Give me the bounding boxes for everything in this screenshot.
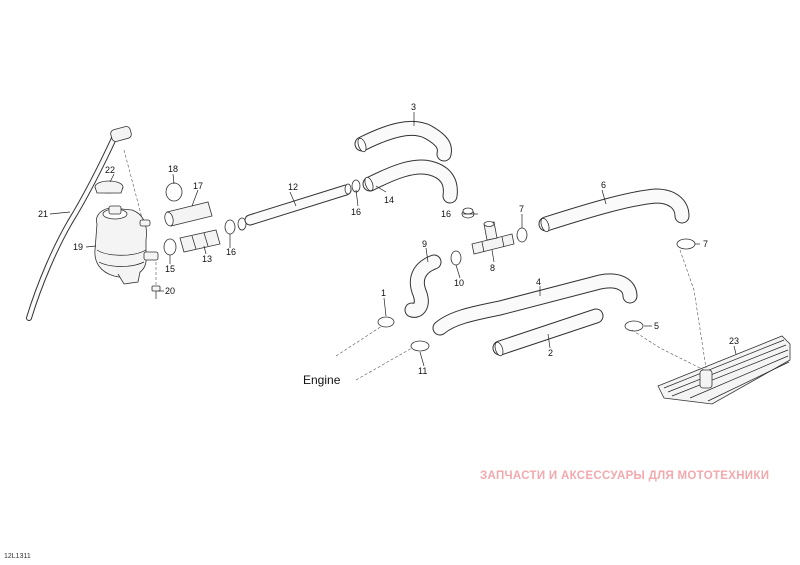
callout-13: 13 (202, 254, 212, 264)
engine-label: Engine (303, 373, 341, 387)
callout-9: 9 (422, 239, 427, 249)
part-21-overflow-hose (26, 126, 132, 321)
part-3-hose (354, 120, 452, 162)
callout-1: 1 (381, 288, 386, 298)
part-10-clamp (450, 250, 462, 266)
callout-7a: 7 (519, 204, 524, 214)
part-2-hose (492, 308, 604, 357)
part-7-clamp-right (676, 238, 696, 250)
callout-20: 20 (165, 286, 175, 296)
callout-4: 4 (536, 277, 541, 287)
part-4-hose (432, 273, 638, 336)
callout-16c: 16 (441, 209, 451, 219)
callout-21: 21 (38, 209, 48, 219)
part-16-clamp-right (461, 207, 475, 219)
part-9-elbow-hose (404, 254, 442, 318)
part-7-clamp-upper (516, 227, 528, 243)
callout-labels: 1 2 3 4 5 6 7 7 8 9 10 11 12 13 14 15 16… (38, 102, 739, 387)
callout-19: 19 (73, 242, 83, 252)
callout-2: 2 (548, 348, 553, 358)
callout-11: 11 (418, 366, 427, 376)
part-18-clamp (165, 182, 183, 202)
part-22-pressure-cap (94, 180, 124, 194)
callout-5: 5 (654, 321, 659, 331)
callout-16b: 16 (226, 247, 236, 257)
watermark-logo (480, 484, 760, 523)
part-15-clamp (163, 238, 177, 256)
callout-23: 23 (729, 336, 739, 346)
callout-18: 18 (168, 164, 178, 174)
reference-code: 12L1311 (4, 553, 31, 560)
callout-8: 8 (490, 263, 495, 273)
callout-17: 17 (193, 181, 203, 191)
watermark-tagline: ЗАПЧАСТИ И АКСЕССУАРЫ ДЛЯ МОТОТЕХНИКИ (480, 470, 770, 482)
callout-15: 15 (165, 264, 175, 274)
callout-12: 12 (288, 182, 298, 192)
part-23-heat-exchanger (657, 335, 791, 405)
part-12-tube (244, 179, 361, 226)
callout-3: 3 (411, 102, 416, 112)
part-5-clamp (624, 320, 644, 332)
callout-14: 14 (384, 195, 394, 205)
callout-10: 10 (454, 278, 464, 288)
routing-dash-lines (123, 149, 707, 381)
part-20-screw (151, 285, 161, 299)
part-17-sleeve (164, 201, 213, 227)
part-8-tee-fitting (471, 221, 515, 255)
part-19-coolant-tank (94, 205, 159, 285)
callout-22: 22 (105, 165, 115, 175)
part-1-clamp (377, 316, 395, 328)
watermark: ЗАПЧАСТИ И АКСЕССУАРЫ ДЛЯ МОТОТЕХНИКИ (480, 470, 770, 523)
part-11-clamp (410, 340, 430, 352)
part-6-hose (538, 188, 690, 233)
callout-6: 6 (601, 180, 606, 190)
part-16-clamps-left (224, 217, 247, 235)
callout-leader-lines (49, 112, 737, 367)
part-13-connector (179, 229, 221, 253)
callout-16a: 16 (351, 207, 361, 217)
part-14-hose (362, 159, 458, 204)
callout-7b: 7 (703, 239, 708, 249)
